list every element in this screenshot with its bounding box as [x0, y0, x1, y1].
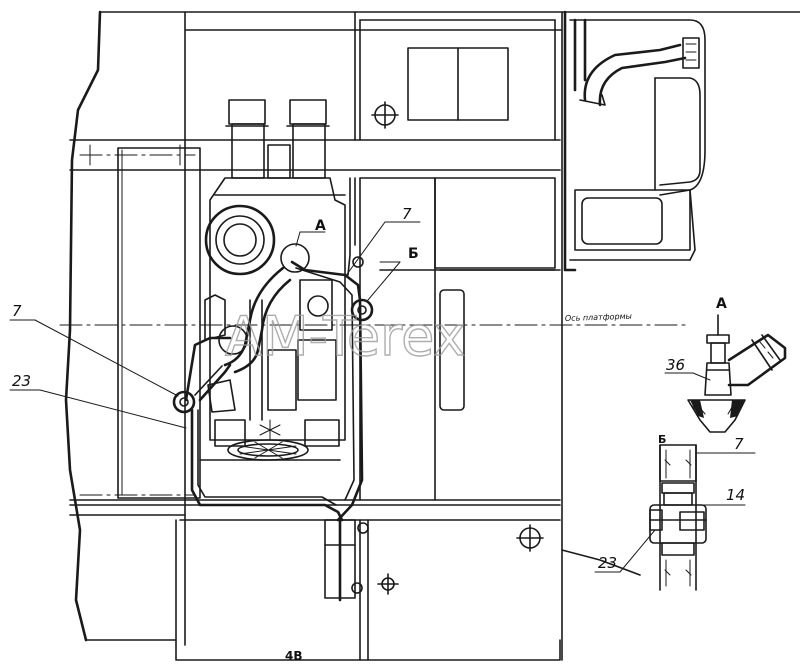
detail-view-a [664, 314, 787, 433]
platform-axis: Ось платформы [59, 144, 691, 496]
callout-7-left: 7 [12, 302, 22, 320]
right-side-cab [563, 10, 706, 272]
axis-label: Ось платформы [565, 312, 632, 323]
view-a-detail-label: А [716, 296, 727, 312]
bottom-mark: 4В [285, 649, 303, 663]
callout-23-right: 23 [598, 554, 617, 572]
detail-view-b [594, 444, 756, 591]
pipeline [172, 256, 374, 602]
view-b-main-label: Б [408, 246, 419, 262]
view-a-main-label: А [315, 218, 326, 234]
callout-23-left: 23 [12, 372, 31, 390]
callout-14: 14 [726, 486, 745, 504]
bolt-markers [351, 101, 544, 595]
callout-7-top: 7 [402, 205, 412, 223]
callout-7-right: 7 [734, 435, 744, 453]
leader-lines [9, 221, 421, 429]
callout-36: 36 [666, 356, 685, 374]
labels: 7 Б А 7 23 А 36 Б 7 14 23 4В [12, 205, 745, 663]
frame-outline [64, 10, 800, 661]
engine-block [199, 99, 356, 461]
watermark: AM-Terex [225, 305, 465, 368]
view-b-detail-label: Б [658, 433, 666, 446]
